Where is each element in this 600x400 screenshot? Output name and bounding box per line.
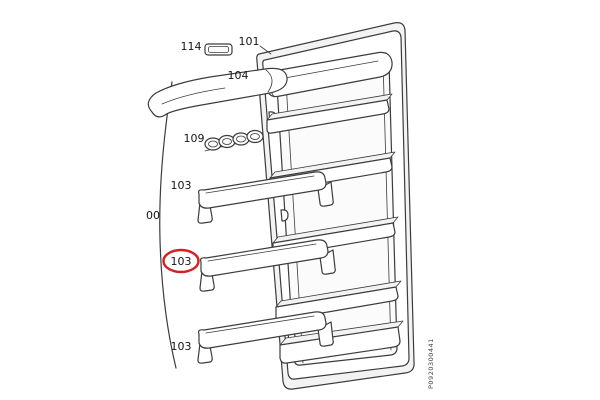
highlight-ellipse <box>162 248 200 274</box>
shelf-hook-middle <box>280 209 289 222</box>
part-label-103-lower: 103 <box>171 340 192 353</box>
cabinet-edge-line <box>159 81 177 369</box>
part-label-114: 114 <box>181 40 202 53</box>
part-label-109: 109 <box>184 132 205 145</box>
part-104-shelf <box>147 67 288 118</box>
leader-line-101 <box>259 45 272 55</box>
part-labels: 114 101 104 109 103 00 103 103 <box>146 35 260 353</box>
part-label-101: 101 <box>239 35 260 48</box>
part-label-104: 104 <box>228 69 249 82</box>
part-label-103-highlighted: 103 <box>171 255 192 268</box>
part-109-rack <box>204 129 264 152</box>
part-label-00: 00 <box>146 209 160 222</box>
line-art: 114 101 104 109 103 00 103 103 P09203004… <box>146 22 435 390</box>
door-bottom-bin <box>279 320 404 364</box>
part-114-trim <box>204 43 233 56</box>
part-code: P0920300441 <box>427 338 435 389</box>
part-label-103-upper: 103 <box>171 179 192 192</box>
